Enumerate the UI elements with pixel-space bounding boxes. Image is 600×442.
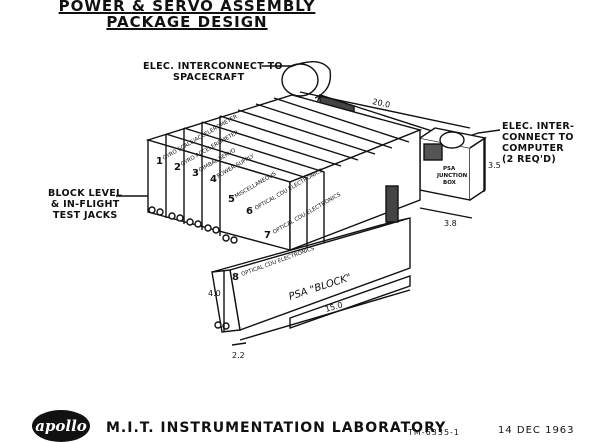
dim-height-right: 3.5: [488, 161, 501, 170]
dim-line-box: [419, 207, 473, 219]
junction-box-line2: JUNCTION: [436, 173, 468, 179]
jacks-callout-line3: TEST JACKS: [52, 210, 118, 221]
spacecraft-connector: [281, 63, 319, 97]
module-1-number: 1: [156, 156, 163, 167]
jacks-callout-line2: & IN-FLIGHT: [50, 199, 120, 210]
module-4-number: 4: [210, 174, 217, 185]
jacks-callout: BLOCK LEVEL & IN-FLIGHT TEST JACKS: [48, 188, 122, 221]
dim-line-width: [231, 342, 247, 346]
junction-box-line3: BOX: [443, 180, 457, 186]
module-6-number: 6: [246, 206, 253, 217]
spacecraft-callout-line2: SPACECRAFT: [173, 72, 245, 83]
block-right-face: [289, 128, 421, 252]
dim-line-top: [299, 91, 471, 129]
computer-callout-line4: (2 REQ'D): [502, 154, 556, 165]
document-date: 14 DEC 1963: [498, 425, 575, 436]
module-5-number: 5: [228, 194, 235, 205]
dim-width-box: 3.8: [444, 219, 457, 228]
computer-connector: [439, 131, 465, 149]
dim-width-bottom: 2.2: [232, 351, 245, 360]
document-code: TM-6335-1: [408, 428, 461, 437]
computer-callout-line3: COMPUTER: [502, 143, 564, 154]
dim-line-bottom: [239, 289, 411, 341]
junction-box-line1: PSA: [443, 166, 456, 172]
dim-length-top: 20.0: [372, 97, 391, 110]
dim-height-left: 4.0: [208, 289, 221, 298]
computer-callout-line1: ELEC. INTER-: [502, 121, 575, 132]
apollo-logo: apollo: [32, 410, 90, 442]
lab-name: M.I.T. INSTRUMENTATION LABORATORY: [106, 420, 447, 436]
spacecraft-callout: ELEC. INTERCONNECT TO SPACECRAFT: [143, 61, 283, 83]
junction-connector: [423, 143, 443, 161]
diagram-title-line1: POWER & SERVO ASSEMBLY: [58, 0, 316, 15]
module-8-number: 8: [232, 272, 239, 283]
computer-callout: ELEC. INTER- CONNECT TO COMPUTER (2 REQ'…: [502, 121, 574, 165]
module-3-number: 3: [192, 168, 199, 179]
jacks-callout-line1: BLOCK LEVEL: [48, 188, 123, 199]
side-connector: [385, 185, 399, 223]
computer-callout-line2: CONNECT TO: [502, 132, 574, 143]
spacecraft-callout-line1: ELEC. INTERCONNECT TO: [143, 61, 283, 72]
module-7-number: 7: [264, 230, 271, 241]
test-jacks: [148, 206, 238, 330]
module-2-number: 2: [174, 162, 181, 173]
diagram-title-line2: PACKAGE DESIGN: [106, 13, 268, 31]
